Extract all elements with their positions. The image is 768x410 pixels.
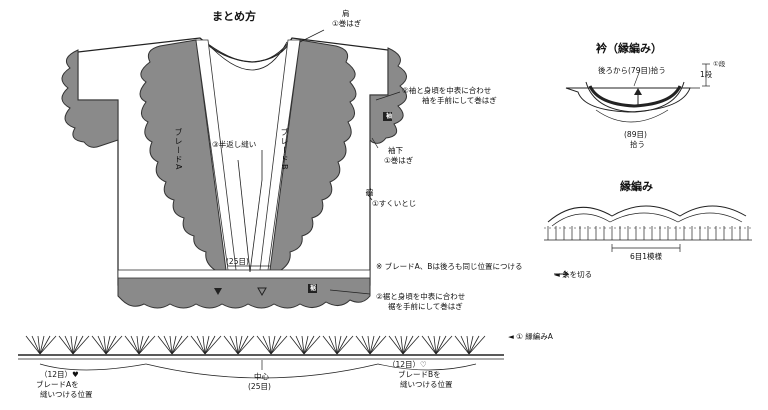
edging-cut: ◄ 糸を切る: [554, 270, 593, 279]
bottom-fan-stitches: [25, 335, 486, 355]
collar-title: 衿（縁編み）: [596, 42, 662, 55]
bottom-left-count: （12目）♥: [40, 370, 79, 379]
bottom-edging-label: ◄ ① 縁編みA: [508, 332, 553, 341]
fan-stitch: [190, 335, 222, 355]
fan-stitch: [421, 335, 453, 355]
bottom-right-note1: ブレードBを: [398, 370, 441, 379]
bottom-edging-a: [18, 354, 504, 379]
side-method: ①すくいとじ: [372, 199, 417, 208]
sleeve-join-line1: ②袖と身頃を中表に合わせ: [402, 86, 492, 95]
fan-stitch: [124, 335, 156, 355]
fan-stitch: [256, 335, 288, 355]
assembly-title: まとめ方: [212, 10, 256, 23]
bottom-center-label: 中心: [254, 372, 269, 381]
leader-lines: [299, 29, 401, 295]
hem-mark-box: [308, 284, 317, 293]
edging-stitch-ticks: [547, 226, 749, 240]
bottom-left-note2: 縫いつける位置: [40, 390, 93, 399]
collar-rows-side: ①段: [713, 60, 726, 68]
back-stitch-label: ③半返し縫い: [212, 140, 257, 149]
edging-chart: [544, 205, 752, 278]
sleeve-mark-box: [383, 112, 392, 121]
braid-a-label: ブレードA: [174, 128, 183, 171]
shoulder-label: 肩: [342, 9, 350, 18]
hem-join-line2: 裾を手前にして巻はぎ: [388, 302, 463, 311]
collar-rows: 1段: [700, 70, 713, 79]
fan-stitch: [25, 335, 57, 355]
fan-stitch: [388, 335, 420, 355]
left-sleeve-ruffle: [61, 49, 119, 148]
bottom-right-note2: 縫いつける位置: [400, 380, 453, 389]
fan-stitch: [58, 335, 90, 355]
sleeve-mark-label: 袖: [386, 113, 393, 120]
edging-repeat: 6目1模様: [630, 252, 663, 261]
shoulder-method: ①巻はぎ: [332, 19, 362, 28]
center-marks: [214, 265, 270, 297]
fan-stitch: [91, 335, 123, 355]
side-label: 脇: [366, 188, 374, 197]
braid-b-label: ブレードB: [280, 128, 289, 171]
fan-stitch: [157, 335, 189, 355]
fan-stitch: [454, 335, 486, 355]
fan-stitch: [289, 335, 321, 355]
collar-pickup: 後ろから(79目)拾う: [598, 66, 666, 75]
side-sleeve-label: 袖下: [388, 146, 403, 155]
collar-bottom-note: 拾う: [630, 140, 645, 149]
braid-note: ※ ブレードA、Bは後ろも同じ位置につける: [376, 262, 523, 271]
sleeve-join-line2: 袖を手前にして巻はぎ: [422, 96, 497, 105]
back-stitch-lines: [237, 150, 263, 273]
hem-mark-label: 裾: [310, 285, 317, 292]
side-sleeve-method: ①巻はぎ: [384, 156, 414, 165]
fan-stitch: [355, 335, 387, 355]
bottom-right-count: （12目）♡: [388, 360, 427, 369]
bottom-center-count: (25目): [248, 382, 271, 391]
fan-stitch: [223, 335, 255, 355]
collar-diagram: [565, 63, 710, 123]
center-count: (25目): [226, 257, 249, 266]
bottom-left-note1: ブレードAを: [36, 380, 79, 389]
hem-join-line1: ②裾と身頃を中表に合わせ: [376, 292, 466, 301]
collar-bottom-count: (89目): [624, 130, 647, 139]
hem-band: [117, 269, 371, 309]
fan-stitch: [322, 335, 354, 355]
edging-title: 縁編み: [620, 180, 653, 193]
